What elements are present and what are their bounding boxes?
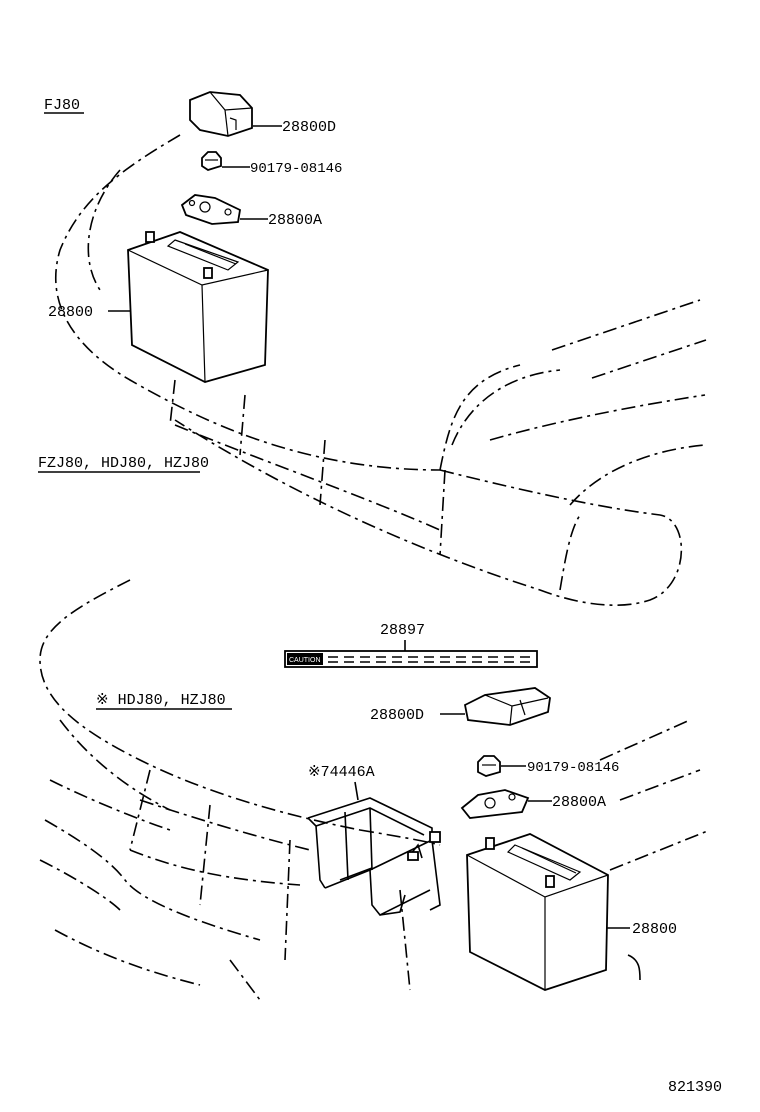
terminal-clamp-top	[180, 194, 241, 225]
terminal-cover-bottom	[463, 687, 551, 726]
battery-bottom	[466, 833, 609, 991]
label-nut-bottom: 90179-08146	[527, 760, 619, 776]
caution-text: CAUTION	[289, 657, 321, 664]
nut-bottom	[477, 755, 501, 777]
battery-top	[127, 231, 269, 383]
top-vehicle-outline	[55, 134, 707, 606]
label-carrier: ※74446A	[308, 764, 375, 781]
battery-carrier-bracket	[307, 797, 441, 917]
nut-top	[201, 151, 222, 171]
terminal-cover-top	[189, 91, 253, 137]
section-label-hdj80: ※ HDJ80, HZJ80	[96, 692, 226, 709]
label-28897: 28897	[380, 622, 425, 639]
diagram-number: 821390	[668, 1079, 722, 1096]
label-28800a-bottom: 28800A	[552, 794, 606, 811]
label-nut-top: 90179-08146	[250, 161, 342, 177]
label-28800d-bottom: 28800D	[370, 707, 424, 724]
label-battery-bottom: 28800	[632, 921, 677, 938]
section-label-fzj80: FZJ80, HDJ80, HZJ80	[38, 455, 209, 472]
label-battery-top: 28800	[48, 304, 93, 321]
bottom-vehicle-outline	[39, 579, 711, 1001]
caution-label-sticker: CAUTION	[284, 650, 538, 668]
label-28800d-top: 28800D	[282, 119, 336, 136]
section-label-fj80: FJ80	[44, 97, 80, 114]
label-28800a-top: 28800A	[268, 212, 322, 229]
terminal-clamp-bottom	[460, 789, 530, 819]
